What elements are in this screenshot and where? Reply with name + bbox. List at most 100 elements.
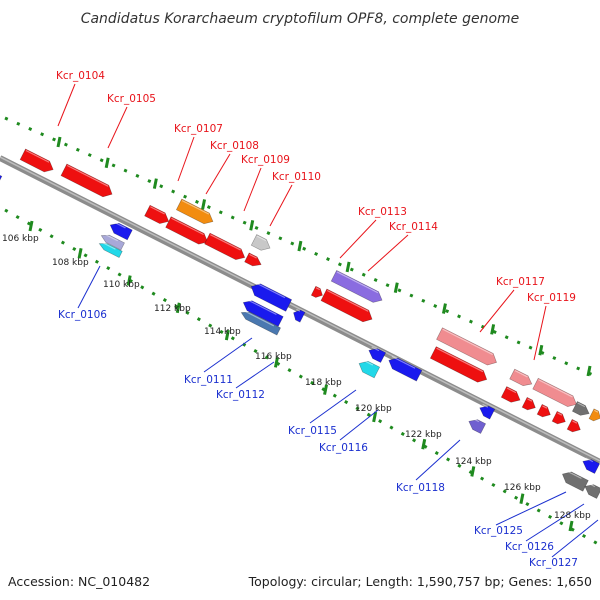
gene-label-kcr-0117[interactable]: Kcr_0117 — [496, 276, 545, 288]
gene-label-kcr-0109[interactable]: Kcr_0109 — [241, 154, 290, 166]
gene-label-kcr-0116[interactable]: Kcr_0116 — [319, 442, 368, 454]
gene-block-kcr-0112-group — [239, 309, 281, 336]
gene-block-0109b[interactable] — [244, 252, 264, 269]
leader-kcr-0111 — [203, 337, 253, 373]
gene-block-0119d-shine — [594, 409, 599, 413]
gene-block-kcr-0104[interactable] — [19, 148, 56, 175]
leader-kcr-0127 — [551, 519, 599, 558]
forward-scale-tick — [297, 240, 303, 252]
gene-block-0112b-shine — [315, 287, 320, 291]
gene-label-kcr-0111[interactable]: Kcr_0111 — [184, 374, 233, 386]
gene-block-0112c-shine — [296, 308, 301, 312]
gene-label-kcr-0115[interactable]: Kcr_0115 — [288, 425, 337, 437]
gene-block-kcr-0111[interactable] — [248, 281, 293, 312]
leader-kcr-0116 — [339, 409, 379, 441]
gene-block-kcr-0109-group — [204, 232, 248, 263]
genome-backbone — [0, 155, 600, 465]
leader-kcr-0106 — [77, 265, 101, 309]
gene-label-kcr-0105[interactable]: Kcr_0105 — [107, 93, 156, 105]
gene-block-kcr-0109-shine — [210, 234, 241, 251]
leader-kcr-0110 — [269, 184, 293, 227]
gene-block-kcr-0105[interactable] — [60, 163, 115, 200]
forward-scale-tick — [345, 261, 351, 273]
gene-block-0106a[interactable] — [144, 204, 172, 227]
gene-block-0120b[interactable] — [521, 396, 538, 412]
gene-block-kcr-0119[interactable] — [509, 368, 535, 389]
gene-label-kcr-0126[interactable]: Kcr_0126 — [505, 541, 554, 553]
gene-block-0119c-group — [571, 401, 591, 418]
scale-label-126: 126 kbp — [504, 483, 541, 493]
gene-block-kcr-0109[interactable] — [204, 232, 248, 263]
gene-block-0111b-shine — [245, 298, 277, 316]
gene-block-kcr-0107-group — [175, 198, 215, 227]
gene-block-kcr-0115-shine — [361, 359, 374, 366]
gene-block-0117b[interactable] — [429, 346, 489, 386]
gene-block-0120d[interactable] — [551, 410, 568, 426]
gene-block-0119d[interactable] — [588, 408, 600, 423]
gene-block-0115a[interactable] — [366, 345, 387, 363]
gene-label-kcr-0104[interactable]: Kcr_0104 — [56, 70, 105, 82]
gene-block-kcr-0106-group — [98, 240, 123, 258]
gene-label-kcr-0110[interactable]: Kcr_0110 — [272, 171, 321, 183]
gene-label-kcr-0119[interactable]: Kcr_0119 — [527, 292, 576, 304]
gene-block-kcr-0126-group — [582, 481, 600, 499]
gene-block-kcr-0114[interactable] — [320, 288, 375, 325]
gene-block-0112b[interactable] — [310, 285, 324, 299]
gene-block-kcr-0107[interactable] — [175, 198, 215, 227]
gene-block-kcr-0112[interactable] — [239, 309, 281, 336]
gene-block-0118a-group — [477, 403, 496, 420]
gene-label-kcr-0112[interactable]: Kcr_0112 — [216, 389, 265, 401]
gene-block-0119b[interactable] — [532, 377, 579, 409]
gene-block-kcr-0116[interactable] — [386, 355, 423, 382]
gene-block-kcr-0125-group — [560, 469, 589, 492]
gene-block-kcr-0125[interactable] — [560, 469, 589, 492]
gene-block-kcr-0115[interactable] — [356, 358, 381, 379]
gene-block-kcr-0113[interactable] — [330, 270, 385, 305]
gene-label-kcr-0106[interactable]: Kcr_0106 — [58, 309, 107, 321]
gene-block-0106-mid[interactable] — [99, 232, 125, 251]
reverse-scale-tick — [175, 302, 181, 314]
genome-backbone-highlight — [0, 156, 600, 462]
gene-block-0120e[interactable] — [566, 418, 583, 434]
gene-block-kcr-0117-shine — [442, 328, 493, 356]
gene-label-kcr-0113[interactable]: Kcr_0113 — [358, 206, 407, 218]
gene-block-0119c-shine — [577, 402, 586, 408]
gene-block-kcr-0113-group — [330, 270, 385, 305]
leader-kcr-0126 — [525, 503, 585, 542]
gene-block-kcr-0110-group — [250, 234, 272, 254]
gene-label-kcr-0125[interactable]: Kcr_0125 — [474, 525, 523, 537]
gene-block-kcr-0107-shine — [181, 200, 210, 215]
gene-label-kcr-0114[interactable]: Kcr_0114 — [389, 221, 438, 233]
reverse-scale-tick — [28, 220, 34, 232]
leader-kcr-0117 — [479, 289, 515, 333]
gene-label-kcr-0108[interactable]: Kcr_0108 — [210, 140, 259, 152]
forward-scale-tick — [490, 324, 496, 335]
gene-block-kcr-0106[interactable] — [98, 240, 123, 258]
gene-block-kcr-0108[interactable] — [165, 216, 211, 248]
gene-label-kcr-0118[interactable]: Kcr_0118 — [396, 482, 445, 494]
reverse-scale-tick — [470, 466, 476, 477]
gene-block-0106-top[interactable] — [108, 220, 133, 241]
gene-block-0120c[interactable] — [536, 403, 553, 419]
gene-block-0118a[interactable] — [477, 403, 496, 420]
gene-block-0120a[interactable] — [500, 386, 522, 406]
gene-block-kcr-0126[interactable] — [582, 481, 600, 499]
gene-block-0112b-group — [310, 285, 324, 299]
leader-kcr-0115 — [309, 389, 357, 424]
gene-block-0119c[interactable] — [571, 401, 591, 418]
gene-block-kcr-0110[interactable] — [250, 234, 272, 254]
gene-block-kcr-0115-group — [356, 358, 381, 379]
gene-block-0111b[interactable] — [241, 298, 284, 327]
gene-label-kcr-0107[interactable]: Kcr_0107 — [174, 123, 223, 135]
gene-block-0125a[interactable] — [580, 456, 600, 474]
gene-block-0112c[interactable] — [291, 308, 306, 323]
gene-block-kcr-0104-group — [19, 148, 56, 175]
gene-label-kcr-0127[interactable]: Kcr_0127 — [529, 557, 578, 569]
gene-block-left-edge[interactable] — [0, 169, 3, 188]
gene-block-kcr-0117[interactable] — [436, 327, 500, 369]
gene-block-kcr-0118[interactable] — [466, 416, 487, 434]
gene-block-0120c-group — [536, 403, 553, 419]
gene-block-kcr-0113-shine — [336, 271, 379, 294]
label-leaders — [57, 83, 599, 558]
